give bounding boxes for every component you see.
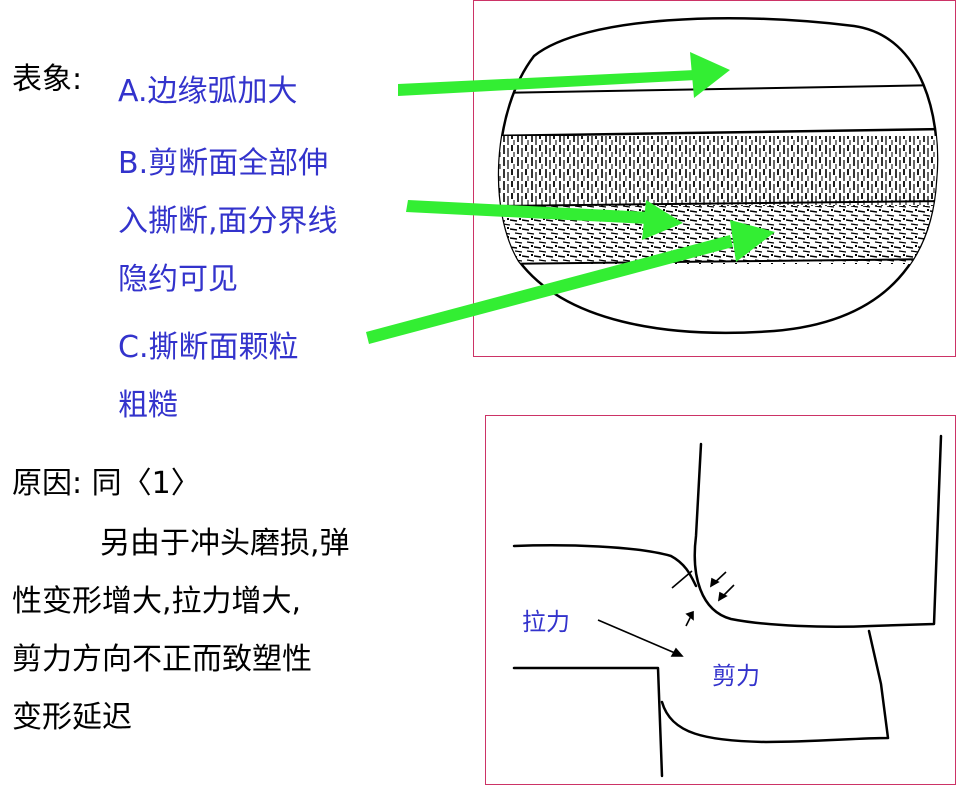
cause-line-2: 另由于冲头磨损,弹 (100, 526, 350, 561)
cause-line-1: 原因: 同〈1〉 (12, 466, 201, 501)
die-drawing (512, 434, 943, 778)
shear-arrows (597, 570, 735, 657)
die-edge (512, 666, 664, 778)
sheet-lower-edge (660, 629, 890, 744)
tension-label: 拉力 (522, 608, 570, 636)
section-drawing (497, 16, 939, 334)
shear-label: 剪力 (712, 662, 760, 690)
symptom-b-line-1: B.剪断面全部伸 (118, 146, 329, 181)
die-figure: 拉力 剪力 (485, 415, 956, 785)
section-figure (473, 0, 956, 357)
sheet-upper-edge (512, 544, 698, 588)
symptom-c-line-2: 粗糙 (118, 388, 178, 423)
symptoms-heading: 表象: (12, 62, 83, 97)
symptom-b-line-2: 入撕断,面分界线 (118, 204, 338, 239)
punch-edge (693, 434, 943, 628)
cause-line-4: 剪力方向不正而致塑性 (12, 642, 312, 677)
symptom-c-line-1: C.撕断面颗粒 (118, 330, 299, 365)
cause-line-5: 变形延迟 (12, 700, 132, 735)
symptom-b-line-3: 隐约可见 (118, 262, 238, 297)
symptom-a: A.边缘弧加大 (118, 74, 298, 109)
cause-line-3: 性变形增大,拉力增大, (12, 584, 302, 619)
